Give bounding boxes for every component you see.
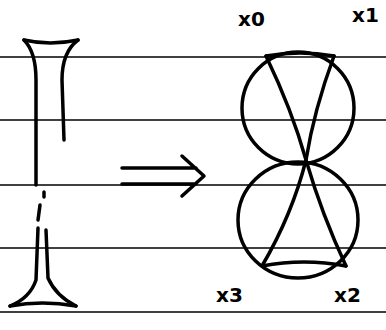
tube-bottom-edge <box>10 303 76 306</box>
vertex-label: x1 <box>350 4 381 26</box>
vertex-label: x0 <box>236 8 267 30</box>
twisted-strand <box>306 56 346 266</box>
twisted-strand <box>262 56 306 266</box>
upper-circle <box>242 52 354 164</box>
tube-bottom-left <box>10 228 38 306</box>
vertex-label: x3 <box>214 284 245 306</box>
tube-top-edge <box>24 40 78 43</box>
figures <box>10 40 358 306</box>
tube-gap-mark <box>38 205 40 220</box>
ruled-line <box>0 119 386 121</box>
tube-right-side <box>62 40 78 140</box>
double-arrow <box>122 156 204 196</box>
ruled-line <box>0 247 386 249</box>
ruled-line <box>0 311 386 313</box>
tube-left-side <box>24 40 36 185</box>
vertex-label: x2 <box>332 284 363 306</box>
bottom-edge <box>262 262 346 266</box>
ruled-lines <box>0 57 386 312</box>
tube-gap-mark <box>42 192 46 197</box>
lower-circle <box>238 162 358 278</box>
top-edge <box>266 53 334 56</box>
tube-bottom-right <box>46 230 76 306</box>
